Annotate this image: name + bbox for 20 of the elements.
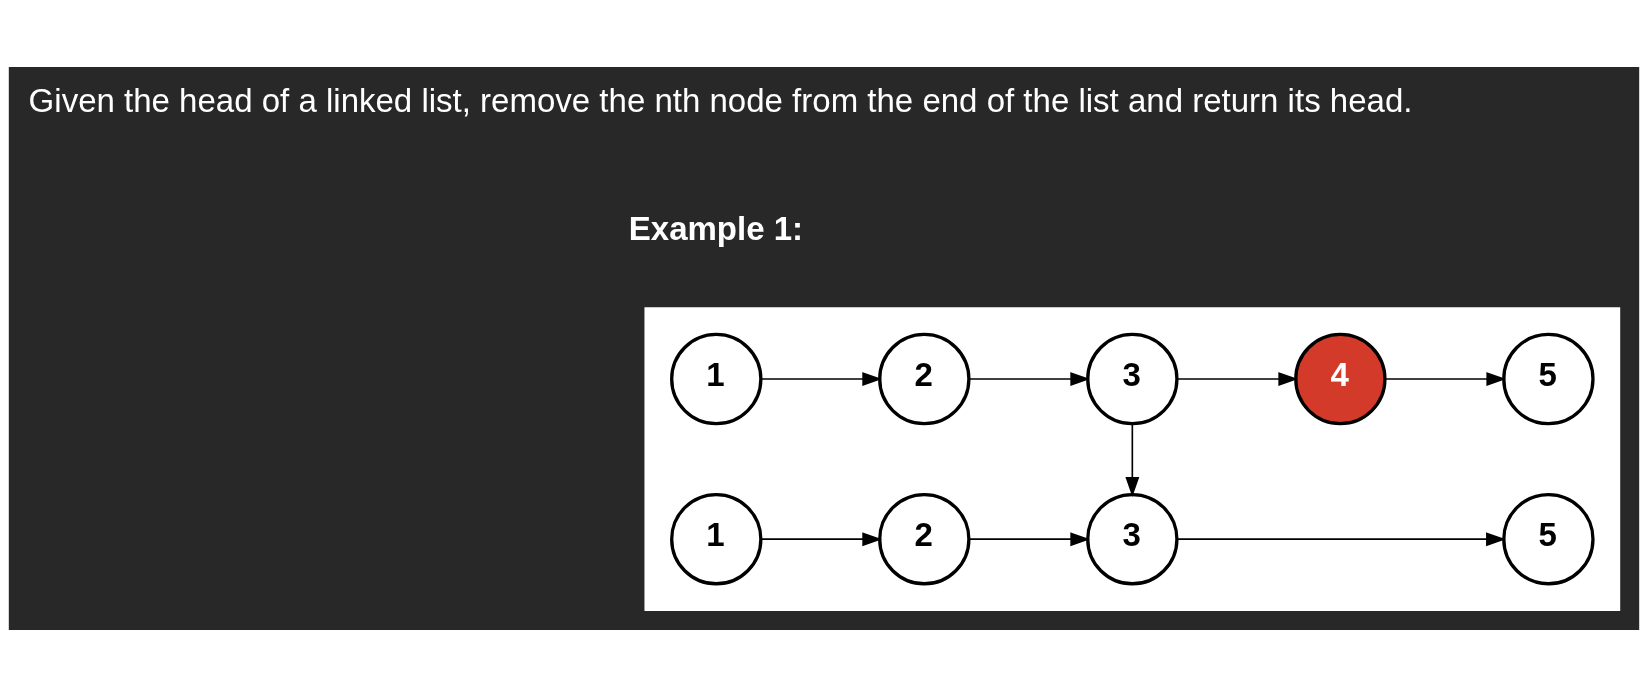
arrow <box>1176 531 1506 546</box>
node-circle: 1 <box>670 332 763 425</box>
arrow <box>1176 371 1299 386</box>
arrow <box>968 531 1091 546</box>
node-circle: 2 <box>878 332 971 425</box>
node-circle: 5 <box>1502 332 1595 425</box>
node-circle: 2 <box>878 492 971 585</box>
arrow <box>968 371 1091 386</box>
arrow <box>1125 422 1140 497</box>
arrow <box>760 371 883 386</box>
label: Example 1: <box>628 209 804 247</box>
cluster <box>644 306 1621 611</box>
arrow <box>1384 371 1507 386</box>
node-circle: 3 <box>1086 332 1179 425</box>
node-circle: 3 <box>1086 492 1179 585</box>
node-circle: 5 <box>1502 492 1595 585</box>
node-circle: 1 <box>670 492 763 585</box>
arrow <box>760 531 883 546</box>
label: Given the head of a linked list, remove the nth node from the end of the list and return its head. <box>28 81 1413 119</box>
node-circle: 4 <box>1294 332 1387 425</box>
